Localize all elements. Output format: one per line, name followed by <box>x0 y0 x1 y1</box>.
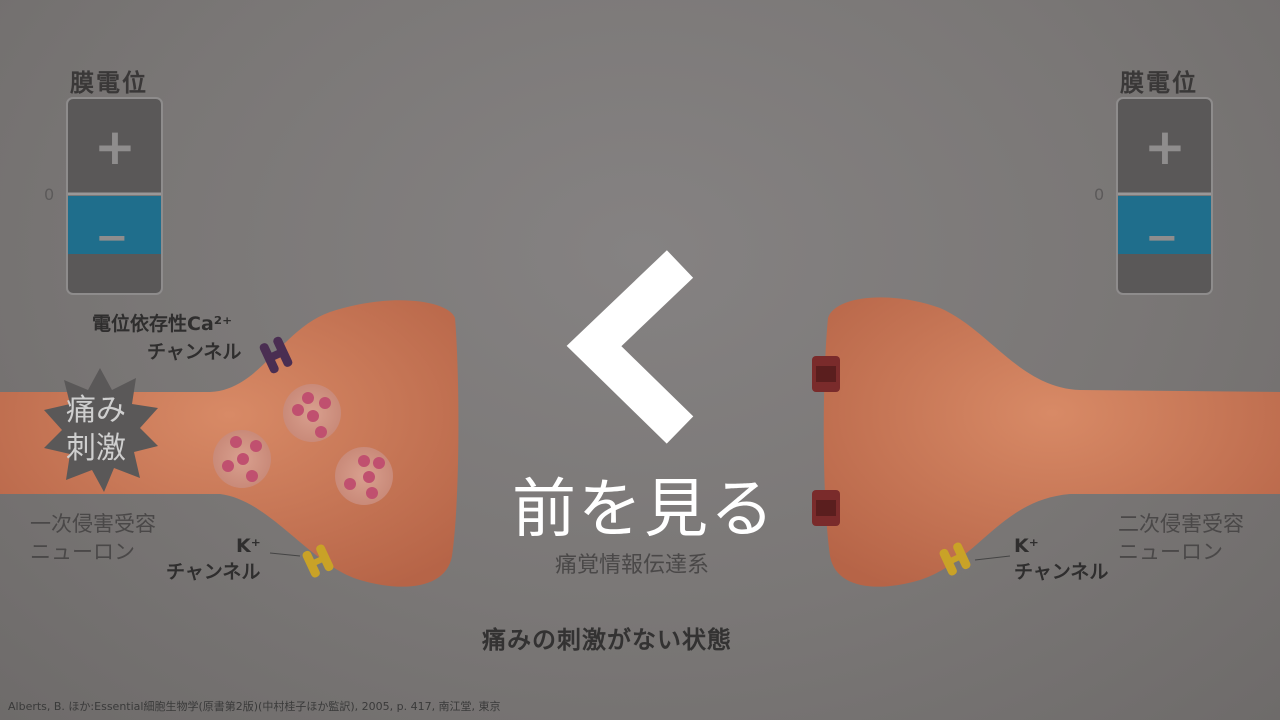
pathway-label: 痛覚情報伝達系 <box>555 553 710 578</box>
receptor-icon <box>812 490 840 526</box>
second-neuron-label-line2: ニューロン <box>1118 540 1223 564</box>
right-gauge-minus-icon: − <box>1145 215 1179 261</box>
status-caption: 痛みの刺激がない状態 <box>482 626 732 654</box>
k-channel-left-label-line2: チャンネル <box>166 561 261 583</box>
k-channel-leader <box>269 552 301 557</box>
left-gauge-minus-icon: − <box>95 215 129 261</box>
synaptic-vesicle <box>213 430 271 488</box>
second-neuron-label-line1: 二次侵害受容 <box>1118 512 1244 536</box>
pain-stimulus-burst-icon <box>44 368 158 492</box>
right-gauge-zero: 0 <box>1094 185 1105 204</box>
citation: Alberts, B. ほか:Essential細胞生物学(原書第2版)(中村桂… <box>8 700 501 713</box>
left-gauge-zero: 0 <box>44 185 55 204</box>
k-channel-left-label-line1: K⁺ <box>236 535 261 557</box>
ca-channel-icon <box>259 336 293 374</box>
ca-channel-label-line2: チャンネル <box>147 341 242 363</box>
first-neuron-label-line1: 一次侵害受容 <box>30 512 156 536</box>
left-membrane-gauge <box>66 97 163 295</box>
synaptic-vesicle <box>283 384 341 442</box>
back-button-label[interactable]: 前を見る <box>512 473 776 547</box>
k-channel-right-icon <box>939 542 971 576</box>
right-gauge-plus-icon: + <box>1144 118 1186 176</box>
second-neuron-body <box>823 297 1280 587</box>
stimulus-label-line1: 痛み <box>66 393 126 428</box>
stimulus-label-line2: 刺激 <box>66 431 126 466</box>
synaptic-vesicle <box>335 447 393 505</box>
right-membrane-gauge <box>1116 97 1213 295</box>
k-channel-right-label-line1: K⁺ <box>1014 535 1039 557</box>
left-gauge-title: 膜電位 <box>70 69 148 97</box>
k-channel-right-label-line2: チャンネル <box>1014 561 1109 583</box>
first-neuron-label-line2: ニューロン <box>30 540 135 564</box>
back-button[interactable] <box>560 250 720 450</box>
left-gauge-plus-icon: + <box>94 118 136 176</box>
k-channel-left-icon <box>302 544 334 578</box>
right-gauge-title: 膜電位 <box>1120 69 1198 97</box>
chevron-left-icon <box>566 250 694 444</box>
ca-channel-label-line1: 電位依存性Ca²⁺ <box>92 313 233 335</box>
k-channel-leader <box>974 555 1011 561</box>
receptor-icon <box>812 356 840 392</box>
